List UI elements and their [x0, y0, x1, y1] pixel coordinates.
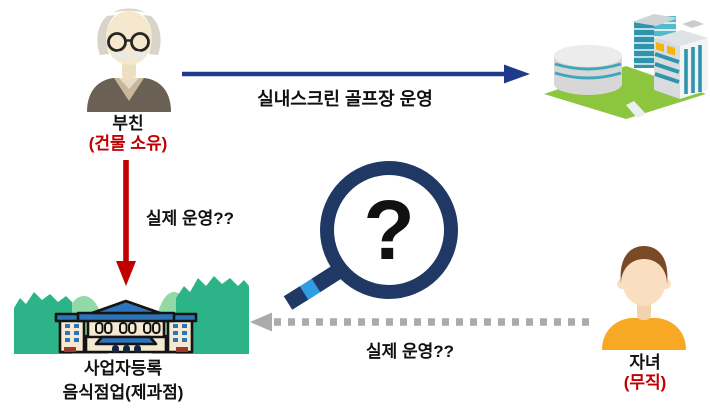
- arrow-father-to-business-label: 실제 운영??: [145, 209, 235, 228]
- child-name-label: 자녀: [629, 353, 661, 372]
- office-building-complex-icon: [544, 14, 708, 119]
- child-young-man-icon: [602, 246, 686, 350]
- arrow-father-to-golf-building: [182, 64, 530, 84]
- business-label-line2: 음식점업(제과점): [62, 383, 184, 402]
- father-name-label: 부친: [112, 114, 144, 133]
- arrow-child-to-business: [250, 312, 590, 332]
- glasses-icon: [107, 32, 150, 52]
- business-label-block: 사업자등록 음식점업(제과점): [33, 357, 213, 405]
- arrow-father-to-golf-label: 실내스크린 골프장 운영: [257, 89, 433, 109]
- business-label-line1: 사업자등록: [83, 359, 163, 378]
- child-label-block: 자녀 (무직): [598, 353, 692, 393]
- magnifying-glass-icon: ?: [283, 161, 458, 310]
- arrow-father-to-business: [116, 160, 136, 286]
- father-status-label: (건물 소유): [88, 134, 168, 153]
- arrow-child-to-business-label: 실제 운영??: [365, 342, 455, 361]
- father-label-block: 부친 (건물 소유): [58, 114, 198, 154]
- child-status-label: (무직): [623, 373, 667, 392]
- question-mark-glyph: ?: [363, 183, 414, 277]
- registered-business-building-icon: [14, 276, 249, 354]
- father-elderly-man-icon: [87, 8, 171, 112]
